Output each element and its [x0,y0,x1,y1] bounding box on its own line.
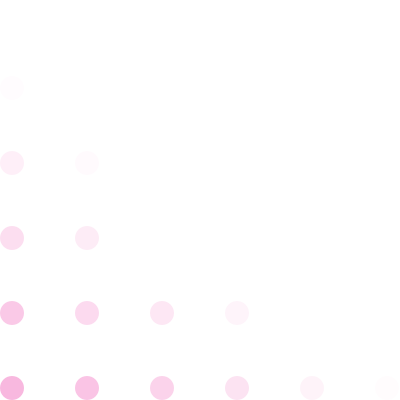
pattern-dot [0,301,24,325]
pattern-dot [75,376,99,400]
pattern-dot [75,301,99,325]
pattern-dot [0,226,24,250]
pattern-dot [375,376,399,400]
pattern-dot [225,301,249,325]
pattern-dot [150,376,174,400]
pattern-dot [75,226,99,250]
pattern-dot [0,151,24,175]
pattern-dot [300,376,324,400]
pattern-dot [75,151,99,175]
pattern-dot [0,76,24,100]
pattern-dot [0,376,24,400]
pattern-dot [150,301,174,325]
pattern-dot [225,376,249,400]
